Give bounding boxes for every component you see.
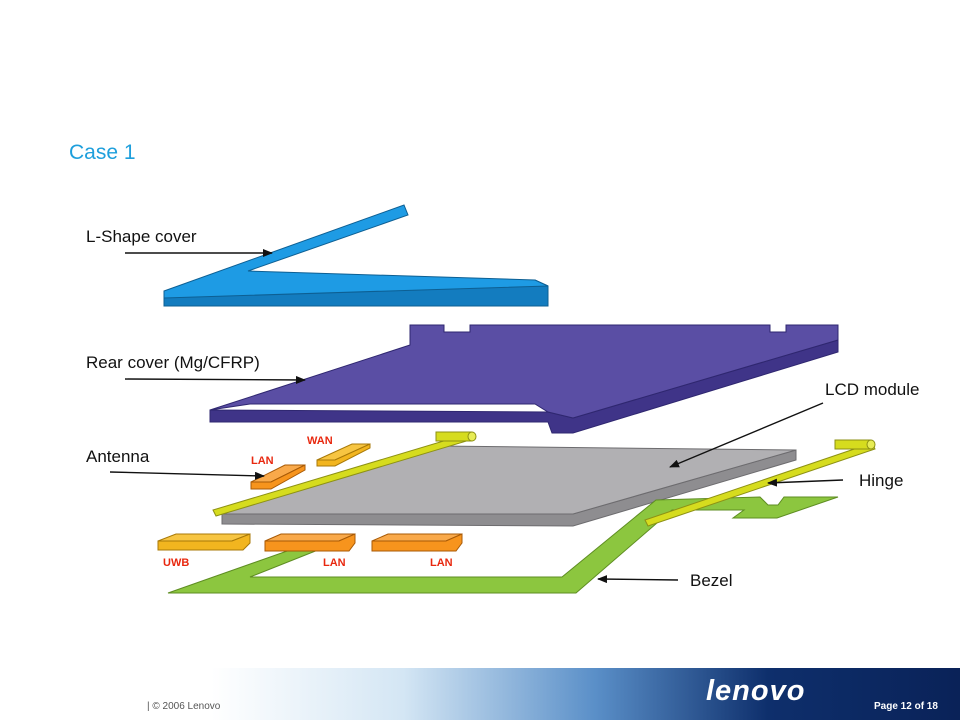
footer-bar: | © 2006 Lenovo lenovo Page 12 of 18: [0, 668, 960, 720]
antenna-label: Antenna: [86, 447, 150, 466]
antenna-cylinder: [435, 431, 473, 442]
l-shape-cover-part: [163, 204, 549, 307]
lan-bottom-2-label: LAN: [430, 557, 453, 569]
l-shape-cover-top: [163, 204, 549, 299]
rear-cover-part: [209, 324, 839, 434]
slide-title: Case 1: [69, 141, 136, 164]
lan-bottom-1-label: LAN: [323, 557, 346, 569]
bezel-arrow: [597, 575, 679, 584]
bezel-part: [167, 496, 839, 594]
lcd-module-arrow: [669, 402, 824, 468]
lan-top-label: LAN: [251, 455, 274, 467]
antenna-cable-part: [212, 431, 477, 517]
antenna-arrow: [109, 471, 265, 480]
hinge-part: [644, 439, 876, 527]
hinge-cylinder: [834, 439, 872, 450]
page-number: Page 12 of 18: [874, 701, 938, 712]
l-shape-cover-label: L-Shape cover: [86, 227, 197, 246]
bezel-frame: [167, 496, 839, 594]
hinge-cylinder-end: [866, 439, 876, 450]
lan-bottom-2-pad-side: [371, 533, 463, 552]
uwb-pad-side: [157, 533, 251, 551]
hinge-arrow: [767, 478, 844, 487]
rear-cover-arrow: [124, 375, 306, 384]
exploded-assembly-diagram: L-Shape cover Rear cover (Mg/CFRP) Anten…: [86, 204, 920, 594]
bezel-label: Bezel: [690, 571, 733, 590]
copyright-text: | © 2006 Lenovo: [147, 701, 221, 712]
lenovo-logo: lenovo: [706, 675, 806, 707]
wan-pad-side: [316, 443, 371, 467]
rear-cover-top: [209, 324, 839, 419]
uwb-label: UWB: [163, 557, 189, 569]
rear-cover-label: Rear cover (Mg/CFRP): [86, 353, 260, 372]
callout-arrows: [109, 249, 844, 584]
antenna-cylinder-end: [467, 431, 477, 442]
hinge-label: Hinge: [859, 471, 903, 490]
hinge-rod: [644, 442, 876, 527]
lan-bottom-1-pad-side: [264, 533, 356, 552]
lan-top-pad-side: [250, 464, 306, 490]
lcd-module-label: LCD module: [825, 380, 920, 399]
wan-label: WAN: [307, 435, 333, 447]
